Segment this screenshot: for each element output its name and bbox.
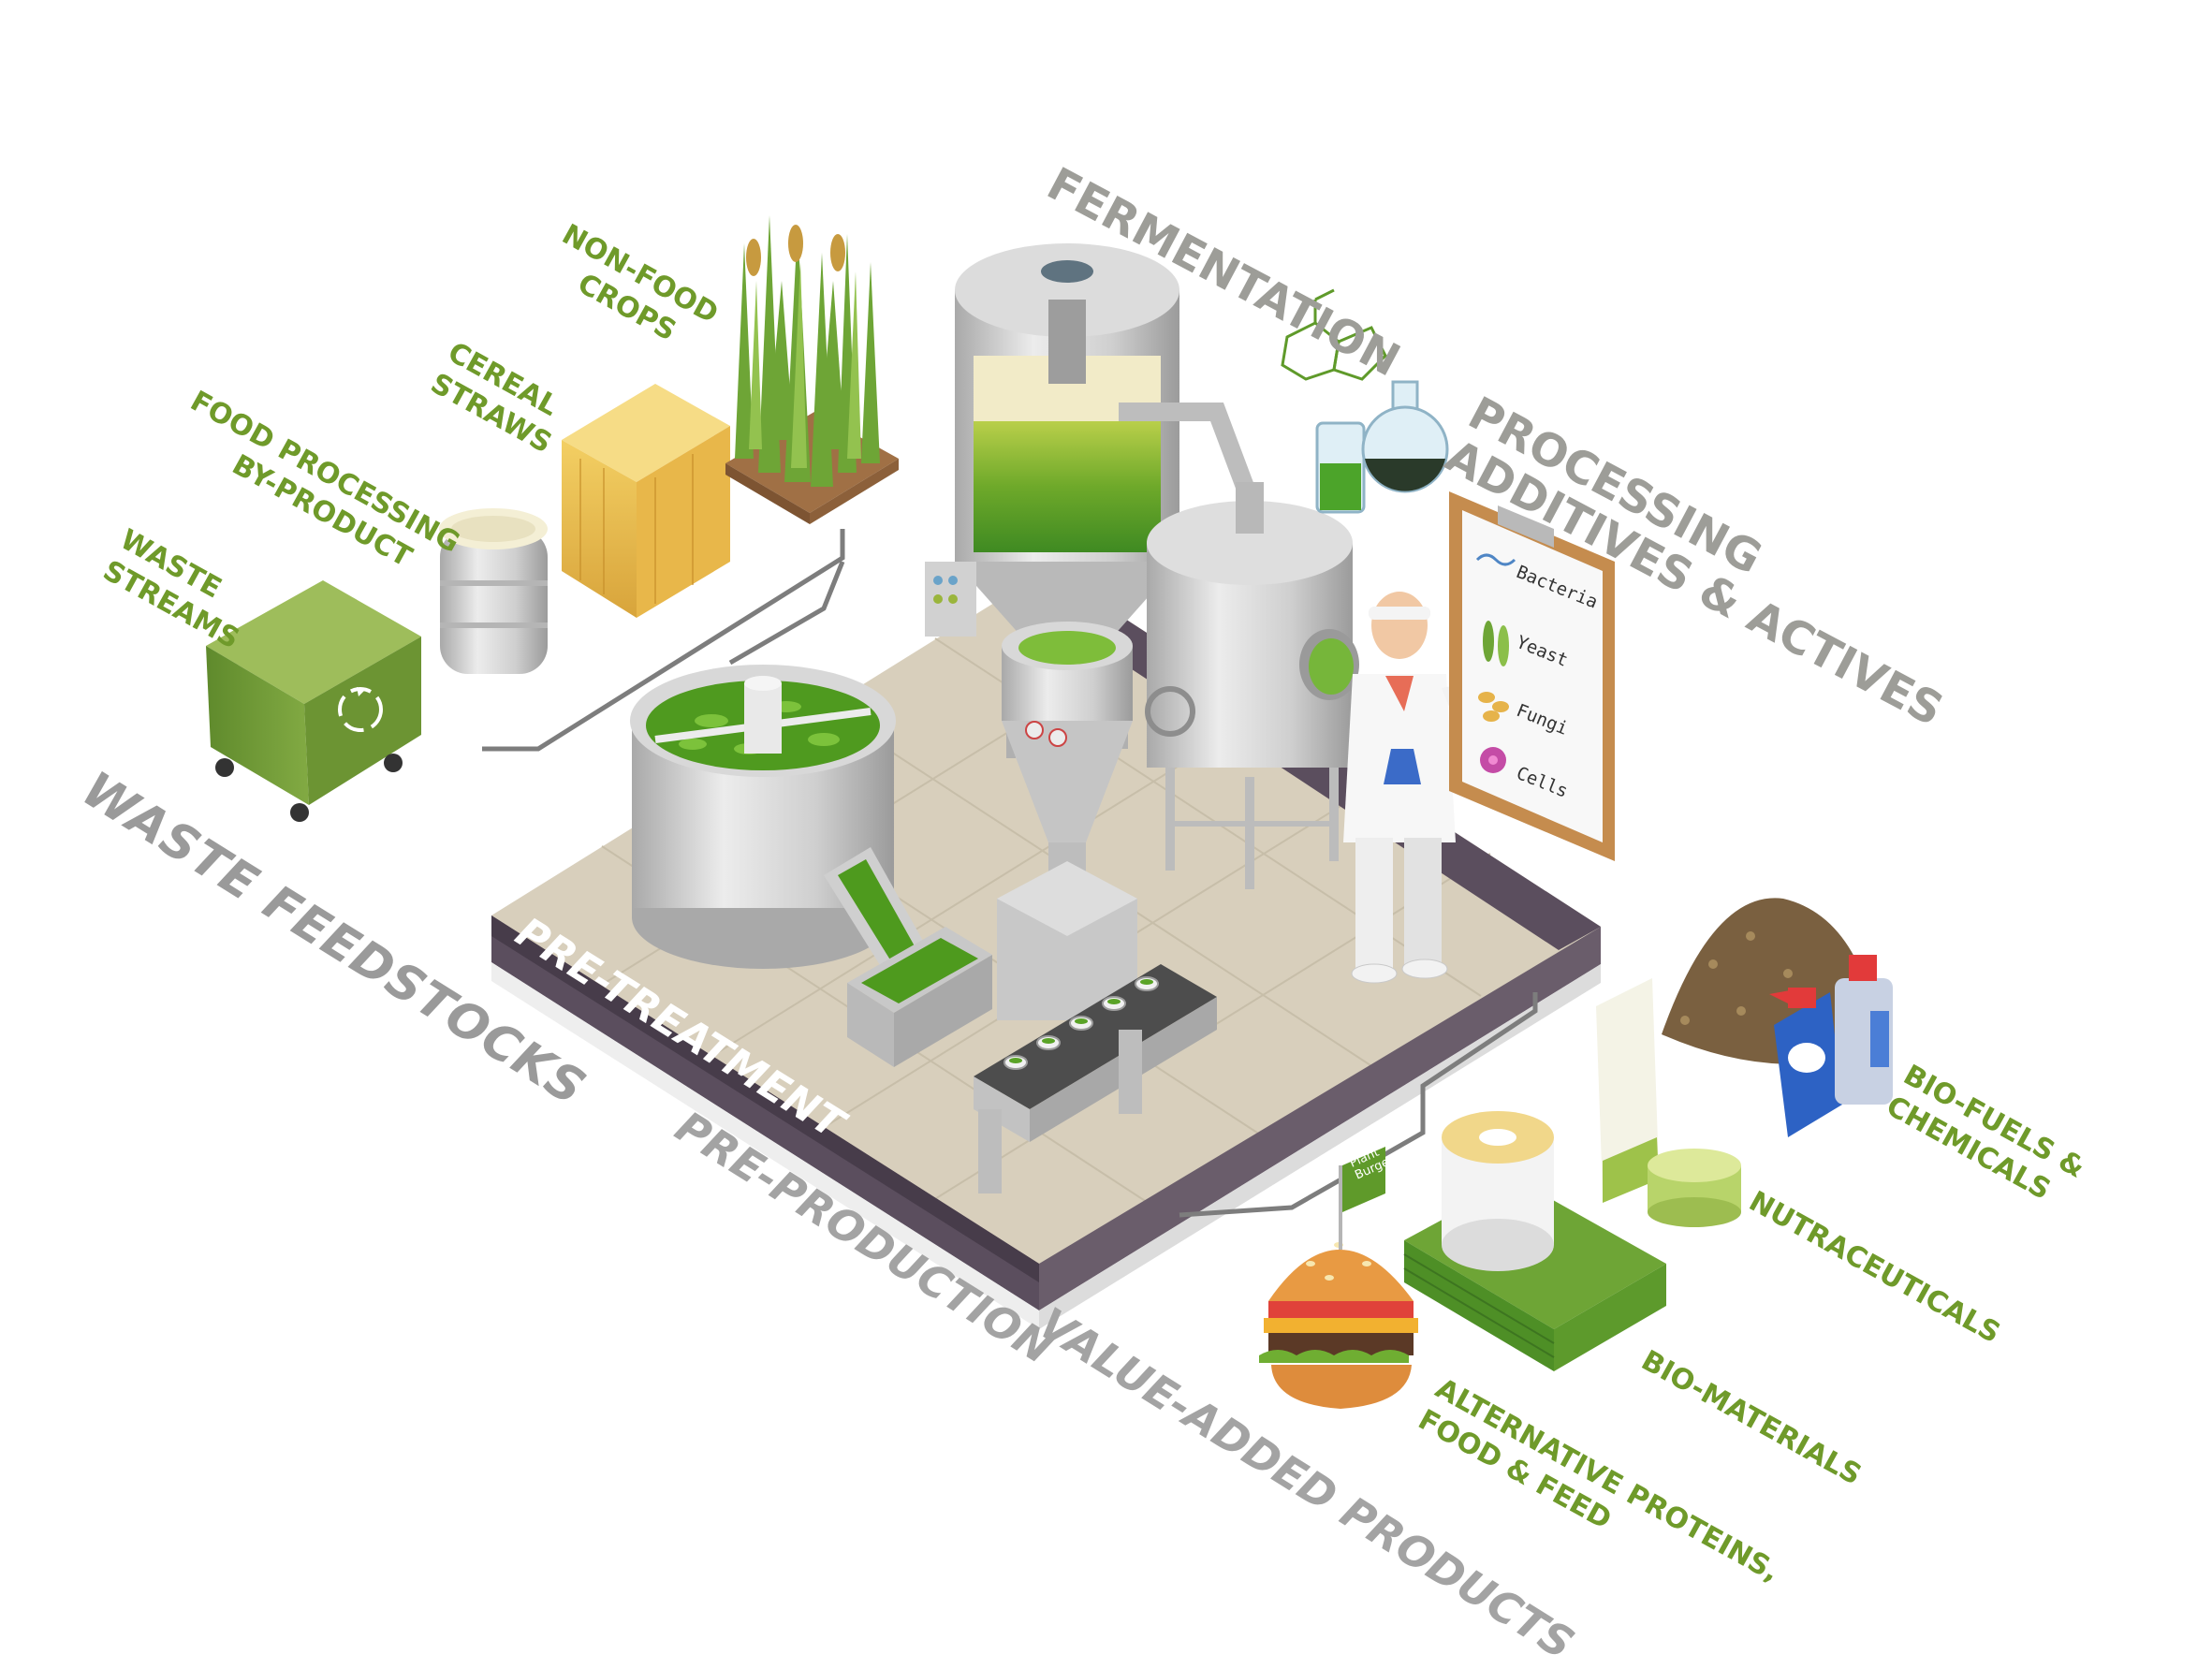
molecule-icon [1281, 288, 1387, 381]
spray-bottle [1769, 988, 1842, 1137]
chute [824, 847, 992, 1067]
pretreatment-vat [630, 665, 896, 969]
bacteria-icon [1475, 553, 1516, 566]
food-drum [439, 508, 548, 674]
yeast-icon [1483, 621, 1509, 666]
cream-jar [1648, 1149, 1741, 1227]
feed-hopper [1002, 622, 1133, 889]
recycle-icon [338, 687, 383, 732]
clipboard [1449, 491, 1615, 861]
chemical-bottle [1835, 955, 1893, 1105]
scientist [1343, 592, 1479, 984]
crops [725, 215, 899, 524]
flasks [1315, 380, 1449, 514]
connector-lines [482, 529, 1538, 1218]
cell-icon [1480, 747, 1506, 773]
waste-bin [206, 580, 421, 822]
fungi-icon [1478, 692, 1509, 722]
straw-bale [562, 384, 730, 618]
fermentation-tank [925, 243, 1179, 758]
paper-roll [1442, 1111, 1554, 1271]
burger [1259, 1147, 1418, 1409]
second-vessel [1145, 482, 1359, 889]
conveyor [974, 861, 1217, 1193]
cream-tube [1596, 978, 1659, 1203]
